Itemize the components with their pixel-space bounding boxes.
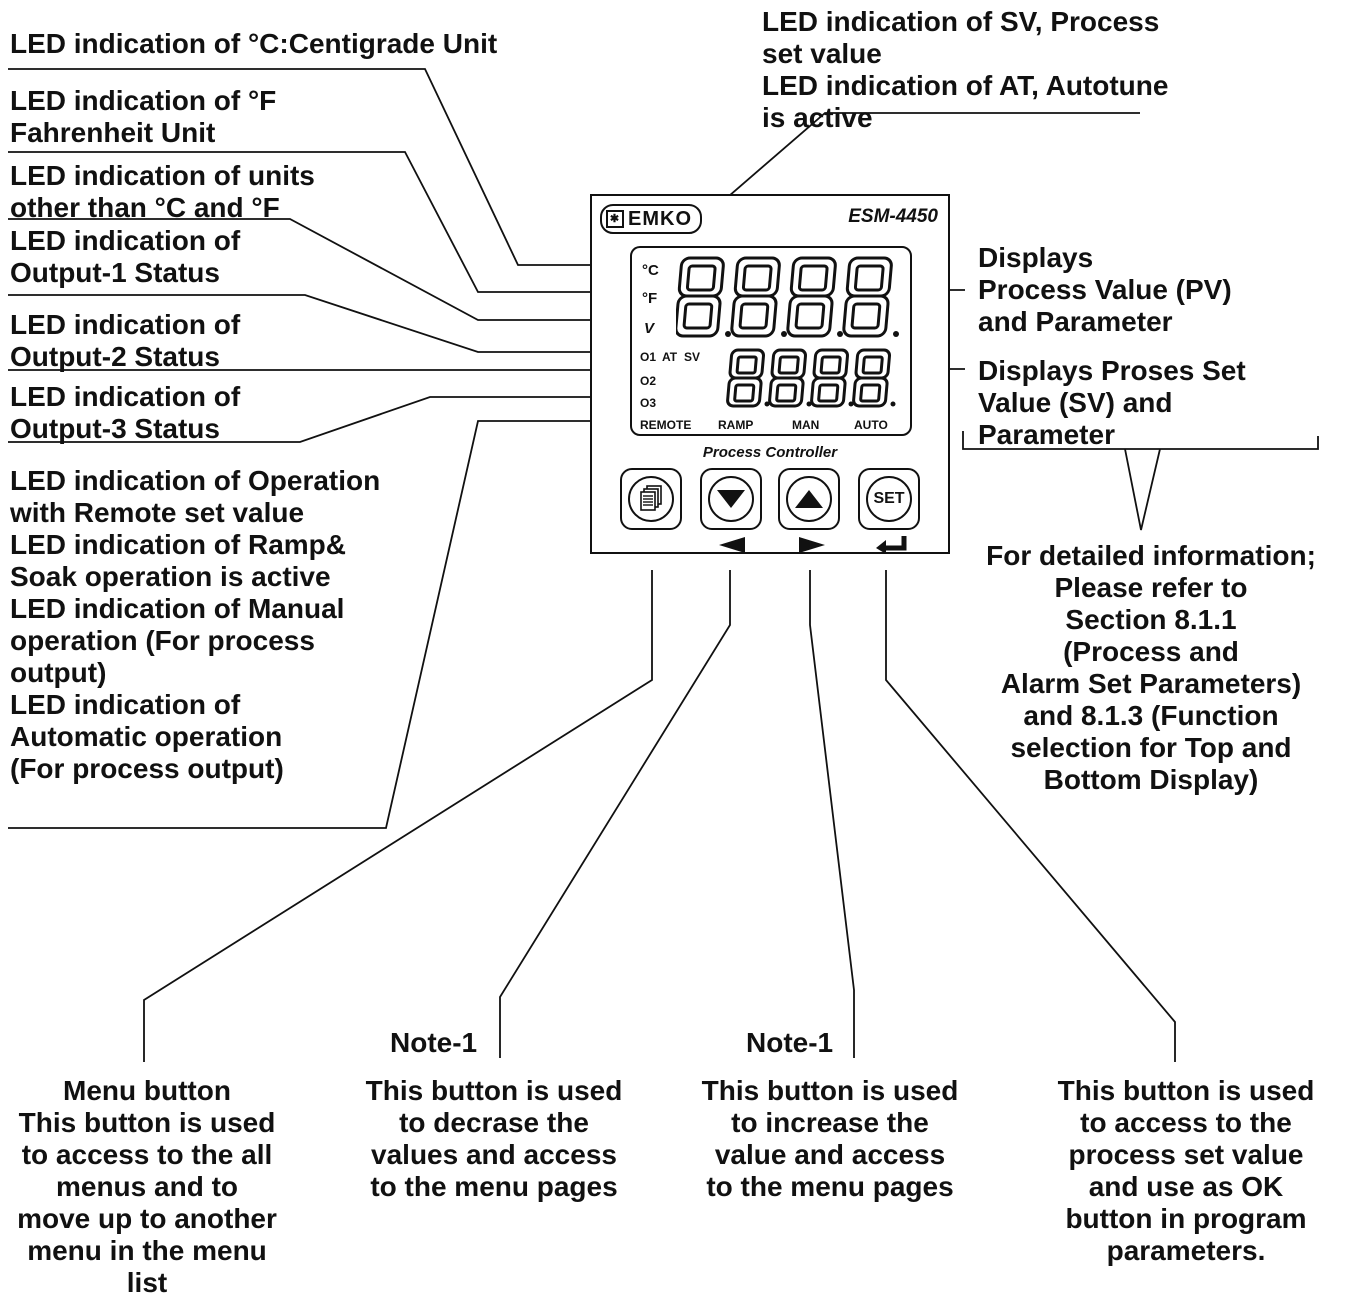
led-celsius: °C — [642, 262, 659, 279]
model-name: ESM-4450 — [848, 206, 938, 227]
label-set-button: This button is used to access to the pro… — [1057, 1075, 1315, 1266]
menu-pages-icon — [640, 485, 662, 511]
label-pv-display: Displays Process Value (PV) and Paramete… — [978, 242, 1232, 337]
led-volt: V — [644, 320, 655, 337]
led-ramp: RAMP — [718, 418, 754, 432]
set-button[interactable]: SET — [858, 468, 920, 530]
set-button-face[interactable]: SET — [866, 476, 912, 522]
label-detail-info: For detailed information; Please refer t… — [986, 540, 1316, 795]
label-celsius: LED indication of °C:Centigrade Unit — [10, 28, 498, 59]
led-auto: AUTO — [854, 418, 888, 432]
label-menu-button: Menu button This button is used to acces… — [17, 1075, 277, 1298]
arrow-down-icon — [717, 490, 745, 508]
led-at: AT — [662, 350, 678, 364]
menu-button[interactable] — [620, 468, 682, 530]
up-button[interactable] — [778, 468, 840, 530]
set-button-label: SET — [873, 490, 905, 507]
label-note-down: Note-1 — [390, 1027, 478, 1058]
up-button-face[interactable] — [786, 476, 832, 522]
label-down-button: This button is used to decrase the value… — [365, 1075, 623, 1202]
pv-seven-segment-display — [676, 256, 899, 338]
arrow-left-icon — [719, 537, 745, 553]
led-fahrenheit: °F — [642, 290, 658, 307]
arrow-right-icon — [799, 537, 825, 553]
led-sv: SV — [684, 350, 701, 364]
menu-button-face[interactable] — [628, 476, 674, 522]
logo-icon: ✱ — [606, 210, 624, 228]
arrow-up-icon — [795, 490, 823, 508]
led-man: MAN — [792, 418, 820, 432]
down-button-face[interactable] — [708, 476, 754, 522]
led-o3: O3 — [640, 396, 657, 410]
led-o1: O1 — [640, 350, 657, 364]
brand-name: EMKO — [628, 208, 692, 230]
enter-icon — [876, 536, 907, 554]
display-screen: °C °F V O1 AT SV O2 O3 REMOTE RAMP MAN A… — [630, 246, 912, 436]
label-sv-display: Displays Proses Set Value (SV) and Param… — [978, 355, 1246, 450]
label-sv-at: LED indication of SV, Process set value … — [762, 6, 1169, 133]
brand-logo: ✱ EMKO — [600, 204, 702, 234]
led-o2: O2 — [640, 374, 657, 388]
controller-title: Process Controller — [702, 444, 838, 461]
label-note-up: Note-1 — [746, 1027, 834, 1058]
label-operation-modes: LED indication of Operation with Remote … — [10, 465, 381, 784]
label-up-button: This button is used to increase the valu… — [701, 1075, 959, 1202]
led-remote: REMOTE — [640, 418, 692, 432]
down-button[interactable] — [700, 468, 762, 530]
controller-front-panel: ✱ EMKO ESM-4450 °C °F V O1 AT SV O2 O3 R… — [590, 194, 950, 554]
sv-seven-segment-display — [726, 348, 896, 408]
